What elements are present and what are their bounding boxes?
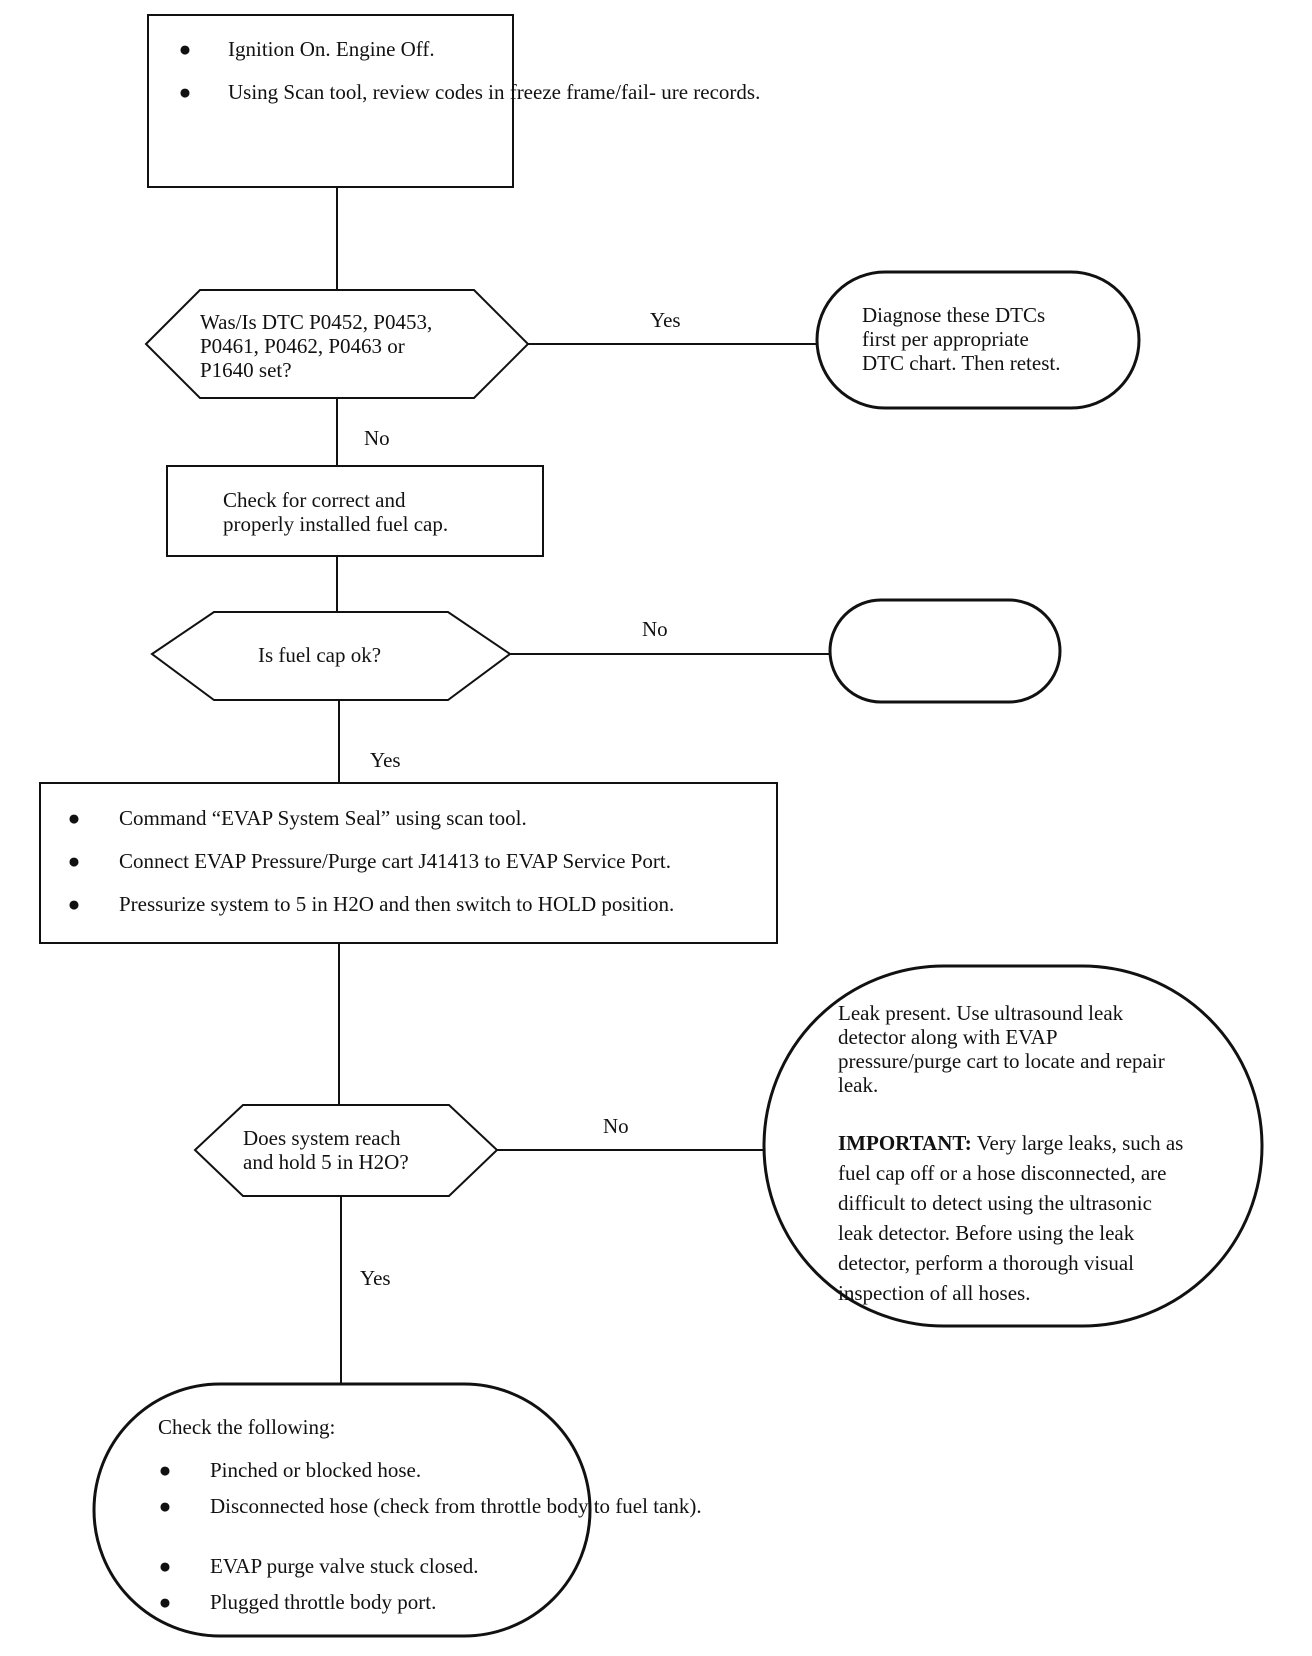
terminal3-text: Leak present. Use ultrasound leak detect… <box>838 1001 1165 1097</box>
bullet-icon: ● <box>67 849 81 873</box>
bullet-icon: ● <box>178 37 192 61</box>
bullet-icon: ● <box>178 80 192 104</box>
decision2-hexagon <box>150 611 512 701</box>
decision1-yes-label: Yes <box>650 308 681 332</box>
bullet-icon: ● <box>67 806 81 830</box>
bullet-icon: ● <box>158 1554 172 1578</box>
decision1-no-label: No <box>364 426 390 450</box>
important-label: IMPORTANT: <box>838 1131 972 1155</box>
decision3-yes-label: Yes <box>360 1266 391 1290</box>
bullet-icon: ● <box>158 1590 172 1614</box>
start-box <box>147 14 514 188</box>
decision1-hexagon <box>144 289 530 399</box>
decision3-question: Does system reach and hold 5 in H2O? <box>243 1126 409 1174</box>
terminal3-important: IMPORTANT: Very large leaks, such as fue… <box>838 1128 1183 1308</box>
terminal2-shape <box>828 598 1062 704</box>
decision3-hexagon <box>193 1104 499 1197</box>
decision2-question: Is fuel cap ok? <box>258 643 382 667</box>
box2-text: Check for correct and properly installed… <box>223 488 449 536</box>
bullet-icon: ● <box>158 1494 172 1518</box>
terminal4-shape <box>92 1382 592 1638</box>
decision2-no-label: No <box>642 617 668 641</box>
box3-shape <box>39 782 778 944</box>
bullet-icon: ● <box>158 1458 172 1482</box>
terminal4-heading: Check the following: <box>158 1415 336 1439</box>
terminal3-shape <box>762 964 1264 1328</box>
decision3-no-label: No <box>603 1114 629 1138</box>
terminal1-text: Diagnose these DTCs first per appropriat… <box>862 303 1061 375</box>
decision1-question: Was/Is DTC P0452, P0453, P0461, P0462, P… <box>200 310 433 382</box>
box2-shape <box>166 465 544 557</box>
decision2-yes-label: Yes <box>370 748 401 772</box>
terminal1-shape <box>815 270 1141 410</box>
bullet-icon: ● <box>67 892 81 916</box>
important-text: Very large leaks, such as fuel cap off o… <box>838 1131 1184 1305</box>
